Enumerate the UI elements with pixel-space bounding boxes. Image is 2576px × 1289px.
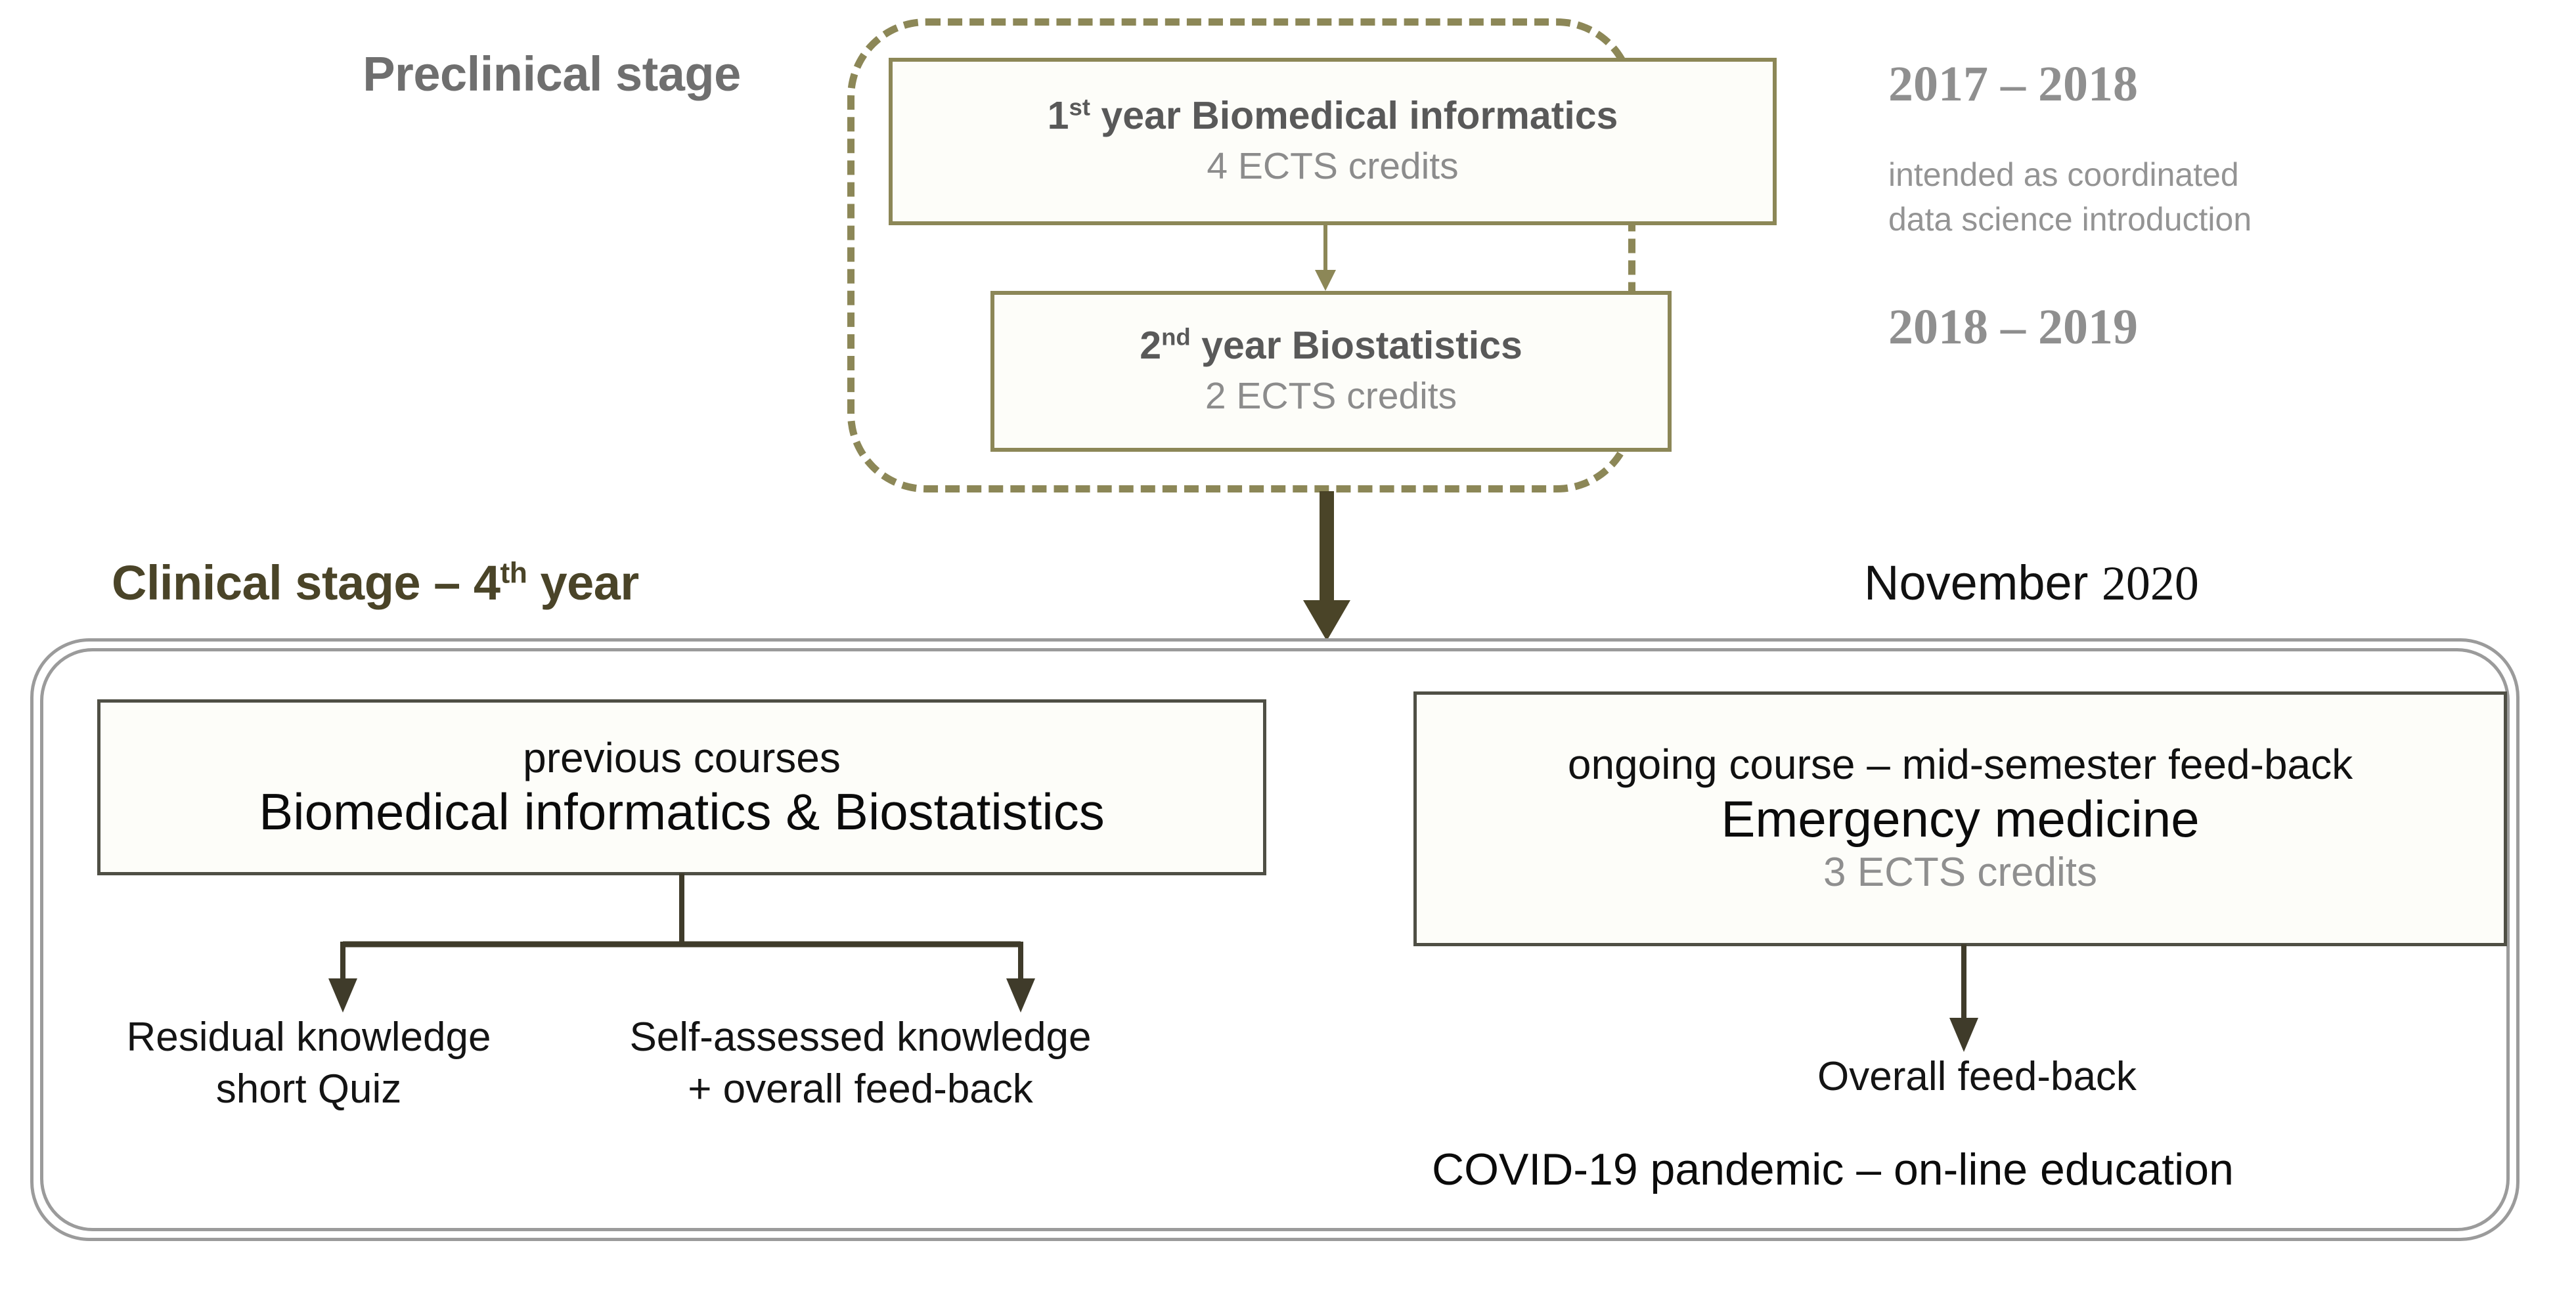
box-biomedical-informatics-title: 1st year Biomedical informatics <box>893 93 1773 138</box>
box-previous-courses: previous courses Biomedical informatics … <box>97 699 1266 875</box>
box1-title-prefix: 1 <box>1047 94 1069 138</box>
label-overall-feedback: Overall feed-back <box>1817 1054 2137 1099</box>
clinical-heading-prefix: Clinical stage – 4 <box>112 556 500 610</box>
clinical-heading-suffix: year <box>527 556 639 610</box>
box-previous-courses-line2: Biomedical informatics & Biostatistics <box>259 782 1105 841</box>
november-month: November <box>1864 556 2102 610</box>
box2-title-sup: nd <box>1161 323 1191 351</box>
box-previous-courses-line1: previous courses <box>523 733 841 781</box>
november-2020-label: November 2020 <box>1864 555 2199 612</box>
intended-note: intended as coordinated data science int… <box>1888 152 2252 242</box>
box-emergency-medicine-line1: ongoing course – mid-semester feed-back <box>1567 741 2353 789</box>
box1-title-sup: st <box>1069 93 1090 121</box>
box-biomedical-informatics-credits: 4 ECTS credits <box>1207 145 1459 188</box>
box-biostatistics-title: 2nd year Biostatistics <box>994 323 1668 368</box>
box2-title-prefix: 2 <box>1140 324 1162 368</box>
preclinical-stage-group <box>847 18 1635 492</box>
intended-note-line2: data science introduction <box>1888 201 2252 238</box>
november-year: 2020 <box>2101 557 2199 611</box>
box1-title-suffix: year Biomedical informatics <box>1090 94 1618 138</box>
box-biostatistics: 2nd year Biostatistics 2 ECTS credits <box>990 291 1672 452</box>
box-biomedical-informatics: 1st year Biomedical informatics 4 ECTS c… <box>889 58 1777 225</box>
preclinical-stage-heading: Preclinical stage <box>363 47 741 101</box>
branch-connector-previous-courses <box>302 873 1064 1024</box>
clinical-heading-sup: th <box>500 557 527 590</box>
intended-note-line1: intended as coordinated <box>1888 156 2239 193</box>
box2-title-suffix: year Biostatistics <box>1190 324 1522 368</box>
year-label-2017-2018: 2017 – 2018 <box>1888 56 2138 112</box>
residual-knowledge-line2: short Quiz <box>215 1066 402 1112</box>
clinical-stage-heading: Clinical stage – 4th year <box>112 555 639 611</box>
self-assessed-line2: + overall feed-back <box>688 1066 1033 1112</box>
covid-pandemic-note: COVID-19 pandemic – on-line education <box>1432 1145 2234 1194</box>
year-label-2018-2019: 2018 – 2019 <box>1888 299 2138 355</box>
box-emergency-medicine-credits: 3 ECTS credits <box>1823 850 2097 896</box>
arrow-emergency-to-overall-feedback <box>1941 944 1987 1055</box>
residual-knowledge-line1: Residual knowledge <box>126 1015 491 1060</box>
label-self-assessed-knowledge: Self-assessed knowledge + overall feed-b… <box>552 1011 1169 1116</box>
box-biostatistics-credits: 2 ECTS credits <box>1205 375 1457 418</box>
label-residual-knowledge: Residual knowledge short Quiz <box>66 1011 552 1116</box>
box-emergency-medicine: ongoing course – mid-semester feed-back … <box>1413 691 2507 946</box>
arrow-preclinical-to-clinical <box>1281 491 1373 642</box>
box-emergency-medicine-line2: Emergency medicine <box>1721 789 2200 848</box>
arrow-box1-to-box2 <box>1306 225 1345 291</box>
self-assessed-line1: Self-assessed knowledge <box>629 1015 1092 1060</box>
